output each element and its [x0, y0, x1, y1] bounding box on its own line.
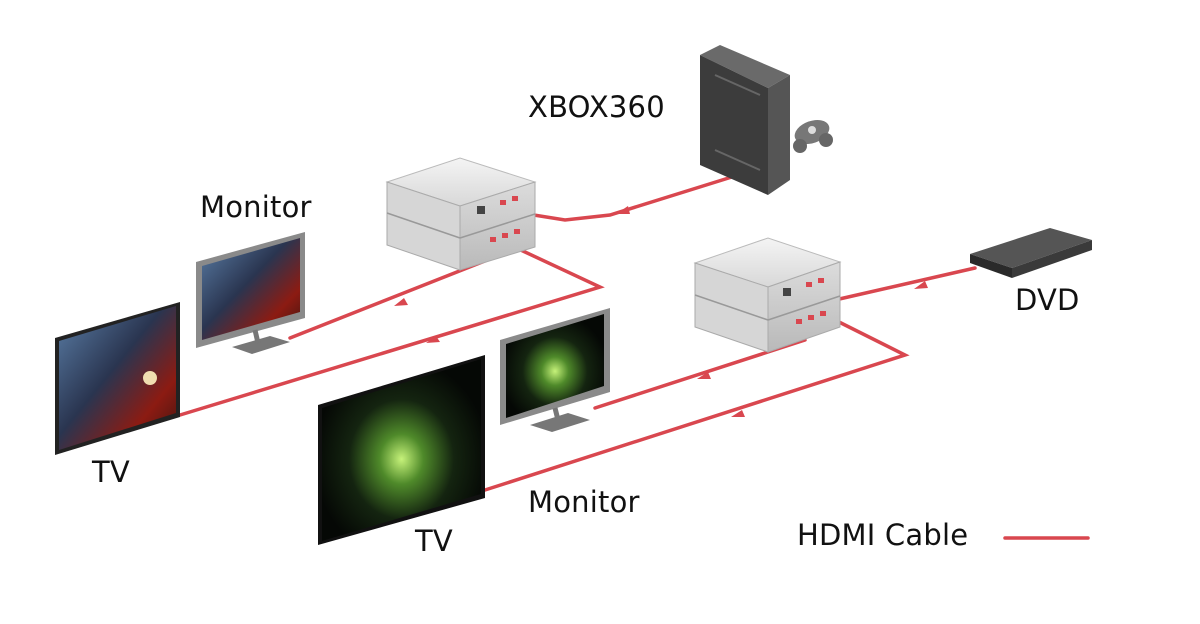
label-monitor-bottom: Monitor — [528, 485, 640, 519]
monitor-top — [196, 232, 305, 354]
cable-xbox-to-splitter — [513, 174, 737, 222]
label-xbox360: XBOX360 — [528, 90, 665, 124]
cable-splitter-to-tv — [178, 243, 605, 417]
label-dvd: DVD — [1015, 283, 1080, 317]
game-console-icon — [700, 45, 790, 195]
label-tv-bottom: TV — [415, 524, 453, 558]
splitter-right — [693, 237, 842, 353]
legend-hdmi-cable: HDMI Cable — [797, 518, 969, 552]
cable-arrows — [394, 206, 928, 417]
cable-splitter2-to-tv — [483, 313, 910, 492]
label-tv-left: TV — [92, 455, 130, 489]
hdmi-cables — [178, 174, 1090, 540]
tv-left — [55, 302, 180, 455]
monitor-bottom — [500, 308, 610, 432]
tv-bottom — [318, 355, 485, 545]
gamepad-icon — [793, 119, 833, 153]
splitter-top — [385, 157, 537, 271]
label-monitor-top: Monitor — [200, 190, 312, 224]
cable-dvd-to-splitter — [833, 266, 977, 302]
dvd-player-icon — [970, 228, 1092, 278]
